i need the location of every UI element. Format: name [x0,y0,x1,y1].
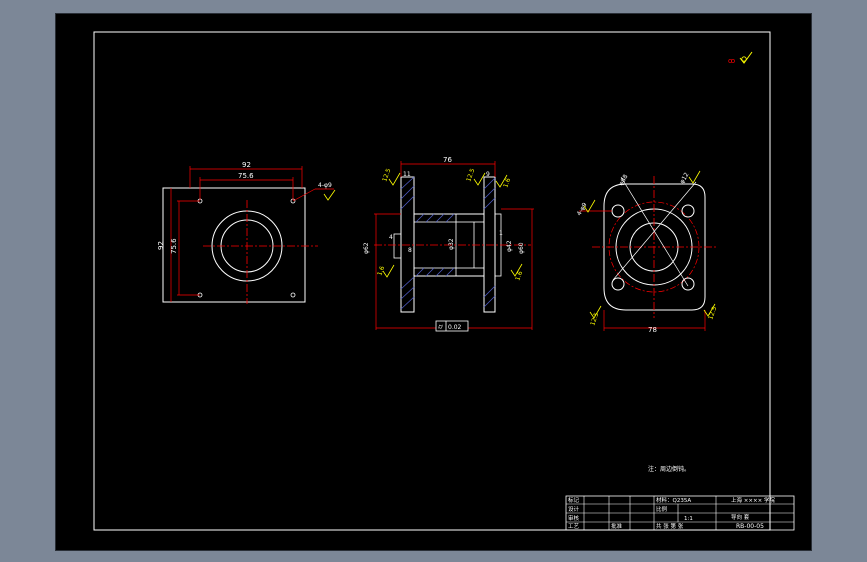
front-view: 92 75.6 92 75.6 4-φ9 [157,161,336,304]
geometric-tolerance-value: 0.02 [448,324,462,331]
geometric-tolerance-frame [435,320,469,332]
title-label-1: 设计 [568,505,580,513]
side-leader-hole [612,181,697,281]
title-sheet-count: 共 张 第 张 [656,522,684,530]
dim-text-bore: φ32 [448,238,455,250]
dim-text-left-chamfer: 4 [389,234,393,241]
roughness-mark-text: ꝏ [728,57,735,65]
dim-text-78: 78 [648,326,657,334]
title-label-2: 审核 [568,514,580,522]
title-label-0: 标记 [568,496,580,504]
section-roughness-4: 1.6 [376,265,386,277]
cad-drawing-viewport[interactable]: ꝏ 92 75.6 92 75.6 4-φ9 [55,13,812,551]
section-view: 76 11 9 ⌭ 0.02 φ32 φ42 φ62 φ60 1 8 4 12.… [363,156,534,332]
side-roughness-marks [583,170,716,319]
side-hole-1 [611,204,625,218]
dim-text-chamfer: 8 [408,247,412,254]
title-part-name: 导向 套 [731,513,750,521]
drawing-sheet: ꝏ 92 75.6 92 75.6 4-φ9 [93,31,795,531]
dim-text-92-left: 92 [157,241,165,250]
title-school: 上海 ×××× 学院 [731,496,775,504]
title-material: 材料：Q235A [656,496,691,504]
title-drawing-no: RB-00-05 [736,523,764,530]
dim-text-flange-left: 11 [403,171,411,178]
front-hole-4 [290,292,296,298]
holes-leader [292,188,316,202]
geometric-tolerance-symbol: ⌭ [438,323,443,331]
side-view: φ88 φ12 4-φ9 78 12.5 12.5 [576,170,719,334]
side-hole-2 [681,204,695,218]
drawing-note: 注：周边倒钝。 [648,465,690,473]
dim-text-side-hole: φ12 [679,171,691,185]
dim-text-outer-right: φ60 [518,242,525,254]
front-view-outline [162,187,306,303]
dim-text-76: 76 [443,156,452,164]
section-roughness-2: 12.5 [465,168,476,183]
side-hole-4 [681,277,695,291]
holes-note: 4-φ9 [318,182,332,189]
title-approve: 批准 [611,522,623,530]
dim-text-756-top: 75.6 [238,172,254,180]
title-scale-label: 比例 [656,505,668,513]
title-scale-value: 1:1 [684,516,693,522]
dim-text-pcd: φ88 [618,173,630,187]
title-label-3: 工艺 [568,523,580,530]
section-roughness-marks [382,172,523,278]
side-view-outline [603,183,706,311]
dim-text-92-top: 92 [242,161,251,169]
dim-text-flange-right: 9 [486,171,490,178]
section-roughness-1: 12.5 [381,168,392,183]
drawing-frame [93,31,771,531]
dim-text-756-left: 75.6 [170,238,178,254]
dim-text-step: 1 [499,230,503,237]
dim-text-side-hole-note: 4-φ9 [576,201,589,217]
side-roughness-2: 12.5 [707,306,718,321]
default-roughness-mark: ꝏ [728,51,753,65]
title-block: 标记 设计 审核 工艺 批准 材料：Q235A 比例 1:1 共 张 第 张 上… [565,495,795,531]
side-roughness-1: 12.5 [589,312,600,327]
section-roughness-3: 1.6 [502,177,512,189]
section-roughness-5: 1.6 [514,270,524,282]
dim-text-shaft: φ42 [506,240,513,252]
side-hole-3 [611,277,625,291]
dim-text-outer-left: φ62 [363,242,370,254]
